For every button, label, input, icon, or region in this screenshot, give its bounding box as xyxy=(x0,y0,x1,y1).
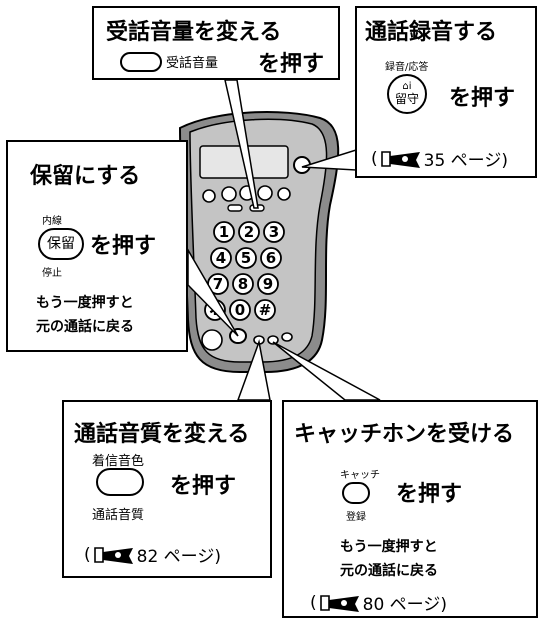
volume-button-icon xyxy=(120,52,162,72)
phone-func-button xyxy=(277,187,291,201)
hold-note-line2: 元の通話に戻る xyxy=(36,319,134,335)
quality-page-reference: ( 82 ページ) xyxy=(84,542,221,568)
keypad-key-label: 6 xyxy=(266,249,276,267)
catch-ref-page: 80 ページ) xyxy=(362,595,447,615)
record-button-top-label: 録音/応答 xyxy=(385,62,429,73)
keypad-key xyxy=(210,247,232,269)
keypad-key xyxy=(257,273,279,295)
quality-title: 通話音質を変える xyxy=(74,422,250,447)
phone-func-button xyxy=(257,185,273,201)
catch-callout: キャッチホンを受ける キャッチ 登録 を押す もう一度押すと 元の通話に戻る (… xyxy=(282,400,538,618)
quality-button-bottom-label: 通話音質 xyxy=(92,508,145,523)
phone-face xyxy=(189,118,328,363)
keypad-key-label: 8 xyxy=(238,275,248,293)
keypad-key-label: 3 xyxy=(269,223,279,241)
record-title: 通話録音する xyxy=(365,20,498,45)
volume-action: を押す xyxy=(258,52,325,77)
record-action: を押す xyxy=(449,86,516,111)
quality-callout: 通話音質を変える 着信音色 通話音質 を押す ( 82 ページ) xyxy=(62,400,272,578)
keypad-key xyxy=(213,221,235,243)
catch-button-bottom-label: 登録 xyxy=(346,512,366,523)
hold-button-text: 保留 xyxy=(47,235,75,252)
keypad-key xyxy=(232,273,254,295)
leader-volume xyxy=(224,79,259,209)
catch-note-line1: もう一度押すと xyxy=(340,539,438,555)
hold-action: を押す xyxy=(90,234,157,259)
keypad-key-label: 7 xyxy=(213,275,223,293)
phone-extra-button xyxy=(281,332,293,342)
record-ref-open: ( xyxy=(371,148,378,169)
keypad-key xyxy=(263,221,285,243)
keypad-key xyxy=(260,247,282,269)
volume-title: 受話音量を変える xyxy=(106,20,282,45)
keypad-key-label: 2 xyxy=(244,223,254,241)
keypad-key-label: # xyxy=(259,301,272,319)
phone-speaker-button xyxy=(201,329,223,351)
keypad-key xyxy=(254,299,276,321)
catch-action: を押す xyxy=(396,482,463,507)
quality-button-top-label: 着信音色 xyxy=(92,454,145,469)
keypad-key-label: 0 xyxy=(235,301,245,319)
reference-arrow-icon xyxy=(319,594,359,612)
hold-title: 保留にする xyxy=(30,164,141,189)
record-page-reference: ( 35 ページ) xyxy=(371,146,508,172)
catch-button-top-label: キャッチ xyxy=(340,470,380,481)
keypad-key xyxy=(238,221,260,243)
keypad-key-label: 5 xyxy=(241,249,251,267)
catch-button-icon xyxy=(342,482,370,504)
hold-button-bottom-label: 停止 xyxy=(42,268,62,279)
reference-arrow-icon xyxy=(380,150,420,168)
catch-ref-open: ( xyxy=(310,592,317,613)
quality-button-icon xyxy=(96,468,144,496)
quality-ref-open: ( xyxy=(84,544,91,565)
keypad-key-label: 4 xyxy=(216,249,226,267)
catch-page-reference: ( 80 ページ) xyxy=(310,590,447,616)
keypad-key xyxy=(229,299,251,321)
hold-callout: 保留にする 内線 保留 停止 を押す もう一度押すと 元の通話に戻る xyxy=(6,140,188,352)
hold-button-top-label: 内線 xyxy=(42,216,62,227)
volume-button-label: 受話音量 xyxy=(166,56,219,71)
record-callout: 通話録音する 録音/応答 ⌂i 留守 を押す ( 35 ページ) xyxy=(355,6,537,178)
phone-func-button xyxy=(202,189,216,203)
leader-catch xyxy=(272,341,381,401)
leader-lines xyxy=(187,79,381,401)
quality-action: を押す xyxy=(170,474,237,499)
hold-note-line1: もう一度押すと xyxy=(36,295,134,311)
keypad-key-label: 9 xyxy=(263,275,273,293)
record-ref-page: 35 ページ) xyxy=(423,151,508,171)
reference-arrow-icon xyxy=(93,546,133,564)
phone-catch-button xyxy=(267,335,279,345)
phone-func-button xyxy=(221,186,237,202)
record-button-text: 留守 xyxy=(394,91,419,106)
catch-note-line2: 元の通話に戻る xyxy=(340,563,438,579)
hold-button-icon: 保留 xyxy=(38,228,84,260)
quality-ref-page: 82 ページ) xyxy=(136,547,221,567)
leader-hold xyxy=(187,247,239,337)
keypad-key-label: 1 xyxy=(219,223,229,241)
keypad-key xyxy=(235,247,257,269)
volume-callout: 受話音量を変える 受話音量 を押す xyxy=(92,6,340,80)
record-button-icon: ⌂i 留守 xyxy=(387,74,427,114)
catch-title: キャッチホンを受ける xyxy=(294,422,515,447)
phone-small-button xyxy=(227,204,243,212)
